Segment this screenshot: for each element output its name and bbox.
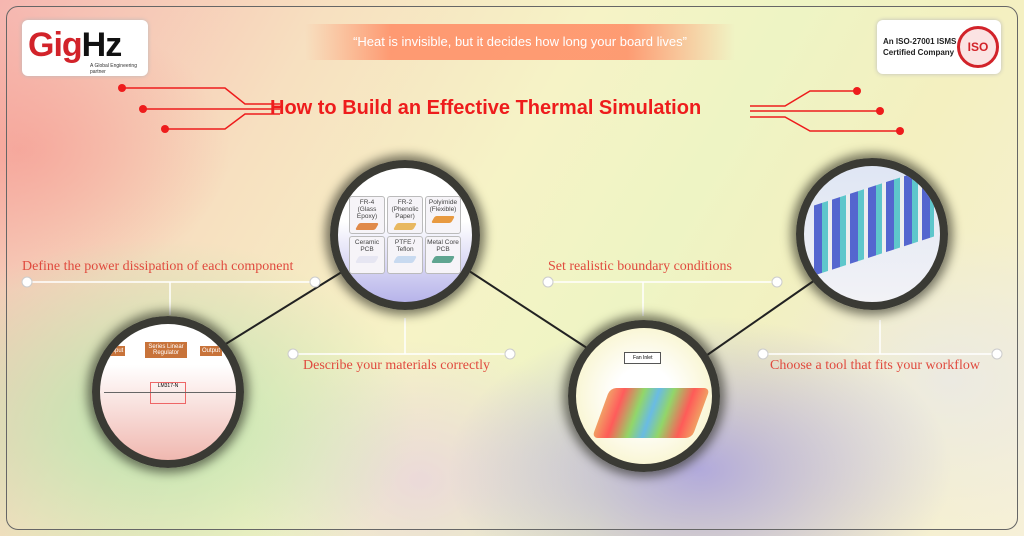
material-label: FR-2 (Phenolic Paper) <box>391 199 419 220</box>
circuit-input-tag: Input <box>108 346 126 356</box>
step-label-boundary: Set realistic boundary conditions <box>548 259 732 274</box>
material-label: FR-4 (Glass Epoxy) <box>356 199 378 220</box>
thermal-slices-plot <box>814 166 934 276</box>
circuit-regulator-tag: Series Linear Regulator <box>145 342 187 358</box>
page-title: How to Build an Effective Thermal Simula… <box>270 97 702 119</box>
circuit-output-tag: Output <box>200 346 223 356</box>
iso-line2: Certified Company <box>883 48 955 57</box>
thermal-flow-plot <box>591 388 711 438</box>
material-tile: FR-2 (Phenolic Paper) <box>387 196 423 234</box>
material-tile: Polyimide (Flexible) <box>425 196 461 234</box>
material-label: PTFE / Teflon <box>394 239 416 253</box>
gighz-logo: GigHz A Global Engineering partner <box>22 20 148 76</box>
regulator-chip: LM317-N <box>150 382 186 404</box>
simulation-tool-image <box>796 158 948 310</box>
material-label: Ceramic PCB <box>354 239 380 253</box>
logo-tagline: A Global Engineering partner <box>90 63 137 75</box>
material-label: Metal Core PCB <box>427 239 459 253</box>
step-label-power: Define the power dissipation of each com… <box>22 259 294 274</box>
boundary-simulation-image: Fan Inlet <box>568 320 720 472</box>
step-label-tool: Choose a tool that fits your workflow <box>770 358 980 373</box>
fan-inlet-label: Fan Inlet <box>624 352 662 364</box>
iso-line1: An ISO-27001 ISMS <box>883 37 957 46</box>
circuit-wire <box>104 392 236 393</box>
logo-text-red: Gig <box>28 26 83 64</box>
material-label: Polyimide (Flexible) <box>428 199 458 213</box>
materials-image: FR-4 (Glass Epoxy) FR-2 (Phenolic Paper)… <box>330 160 480 310</box>
logo-text-dark: Hz <box>81 26 123 64</box>
material-tile: Ceramic PCB <box>349 236 385 274</box>
frame-border <box>6 6 1018 530</box>
material-tile: Metal Core PCB <box>425 236 461 274</box>
material-tile: FR-4 (Glass Epoxy) <box>349 196 385 234</box>
quote-banner: “Heat is invisible, but it decides how l… <box>305 24 735 60</box>
step-label-materials: Describe your materials correctly <box>303 358 490 373</box>
material-tile: PTFE / Teflon <box>387 236 423 274</box>
circuit-image: Input Series Linear Regulator Output LM3… <box>92 316 244 468</box>
iso-badge: An ISO-27001 ISMS Certified Company ISO <box>877 20 1001 74</box>
iso-seal-icon: ISO <box>957 26 999 68</box>
